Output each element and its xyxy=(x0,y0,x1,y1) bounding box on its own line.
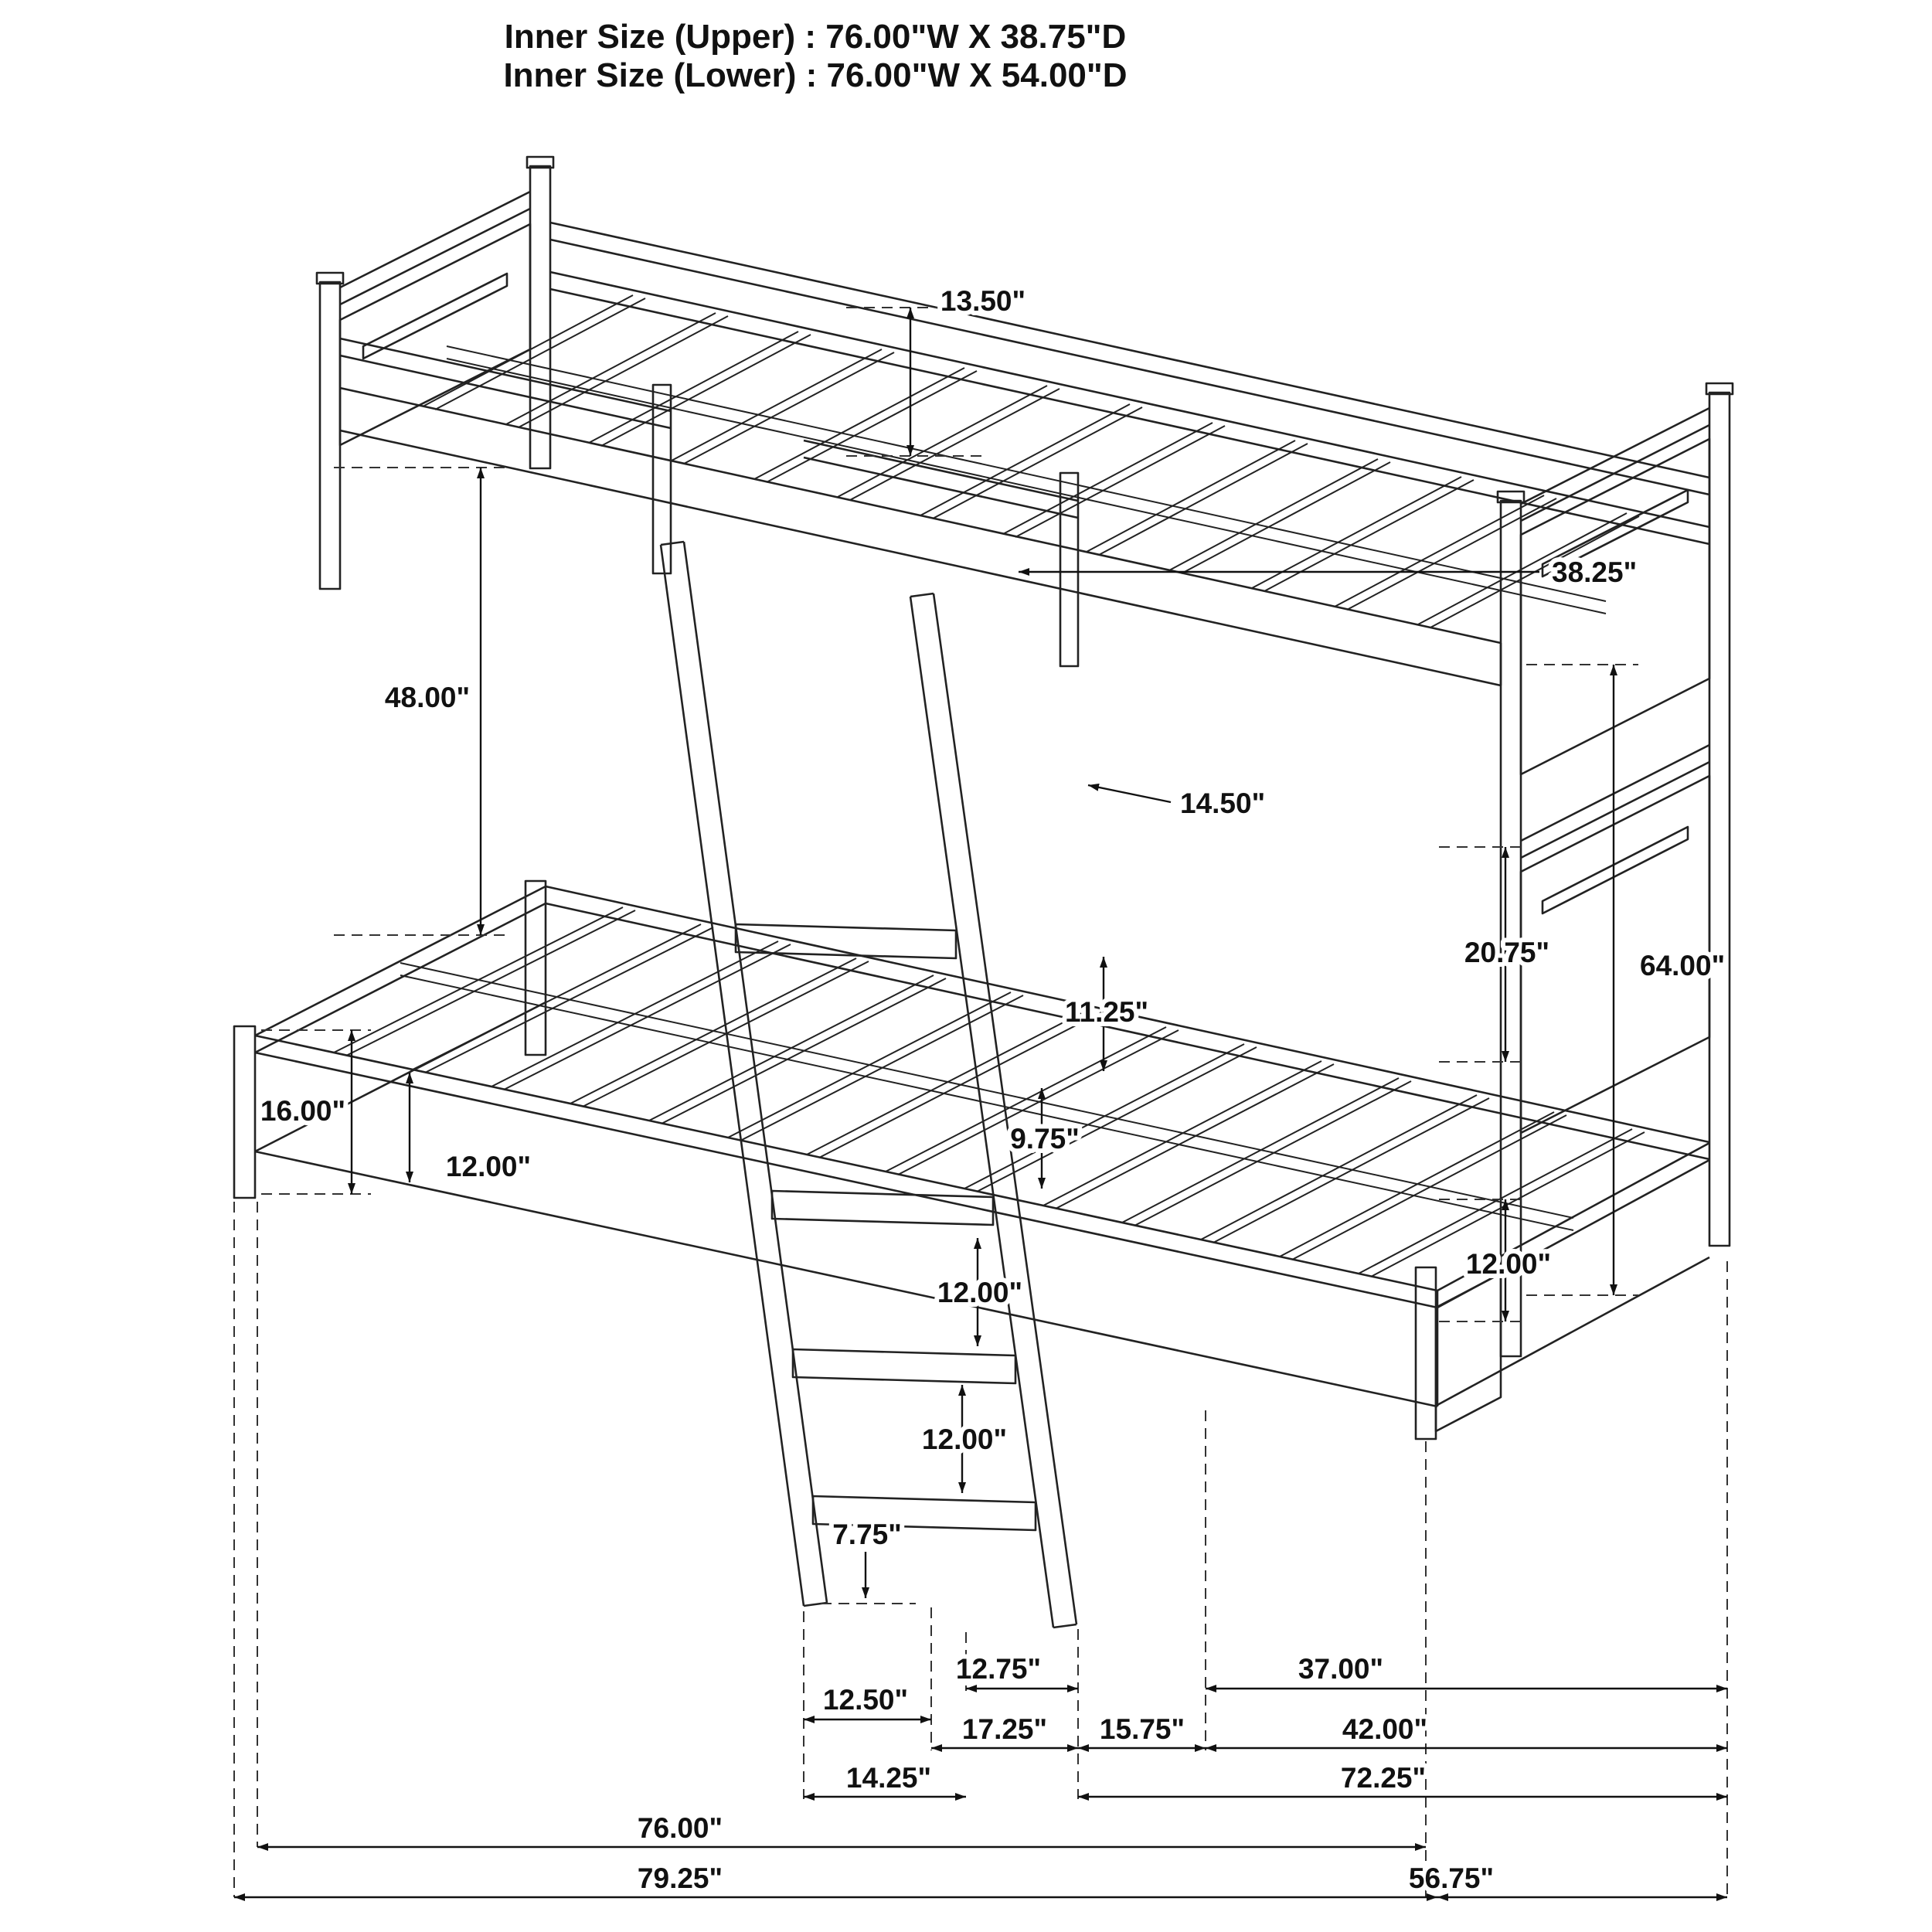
dim-lower-rail: 12.00" xyxy=(446,1151,531,1182)
dim-overall-height: 64.00" xyxy=(1640,950,1725,981)
dim-lower-footboard: 12.00" xyxy=(1466,1248,1551,1280)
title-block: Inner Size (Upper) : 76.00"W X 38.75"D I… xyxy=(503,18,1127,94)
ladder xyxy=(659,540,1078,1629)
dim-floor-14-25: 14.25" xyxy=(846,1762,931,1794)
upper-bunk-slats xyxy=(422,294,1640,628)
upper-headboard xyxy=(338,190,532,447)
inner-size-lower-title: Inner Size (Lower) : 76.00"W X 54.00"D xyxy=(503,56,1127,94)
ladder-tread-1 xyxy=(734,923,957,960)
ladder-tread-4 xyxy=(811,1495,1037,1532)
dim-floor-79-25: 79.25" xyxy=(638,1862,723,1894)
dimension-lines xyxy=(234,308,1727,1901)
dim-floor-17-25: 17.25" xyxy=(962,1713,1047,1745)
dimension-labels: 13.50" 38.25" 48.00" 14.50" 20.75" 64.00… xyxy=(256,281,1730,1899)
dim-floor-42-00: 42.00" xyxy=(1342,1713,1427,1745)
dim-bunk-gap: 20.75" xyxy=(1464,937,1549,968)
ladder-tread-3 xyxy=(791,1348,1017,1385)
dim-ladder-step-3: 12.00" xyxy=(937,1277,1022,1308)
dim-ladder-step-2: 9.75" xyxy=(1010,1123,1080,1155)
dim-ladder-step-4: 12.00" xyxy=(922,1423,1007,1455)
dim-upper-slat: 38.25" xyxy=(1552,556,1637,588)
inner-size-upper-title: Inner Size (Upper) : 76.00"W X 38.75"D xyxy=(505,18,1127,56)
dim-floor-12-75: 12.75" xyxy=(956,1653,1041,1685)
dim-headboard-top: 13.50" xyxy=(940,285,1026,317)
upper-footboard xyxy=(1519,406,1711,776)
dim-floor-12-50: 12.50" xyxy=(823,1684,908,1716)
dim-upper-rail-height: 48.00" xyxy=(385,682,470,713)
dim-lower-leg: 16.00" xyxy=(260,1095,345,1127)
ladder-tread-2 xyxy=(770,1189,995,1226)
dim-floor-72-25: 72.25" xyxy=(1341,1762,1426,1794)
bunk-bed-drawing xyxy=(233,155,1734,1629)
dim-floor-37-00: 37.00" xyxy=(1298,1653,1383,1685)
dim-guard-rail: 14.50" xyxy=(1180,787,1265,819)
dim-floor-76-00: 76.00" xyxy=(638,1812,723,1844)
dim-floor-56-75: 56.75" xyxy=(1409,1862,1494,1894)
dim-ladder-step-1: 11.25" xyxy=(1065,996,1148,1028)
dim-floor-15-75: 15.75" xyxy=(1100,1713,1185,1745)
lower-bunk-slats xyxy=(333,906,1645,1277)
dim-ladder-clearance: 7.75" xyxy=(832,1519,902,1550)
